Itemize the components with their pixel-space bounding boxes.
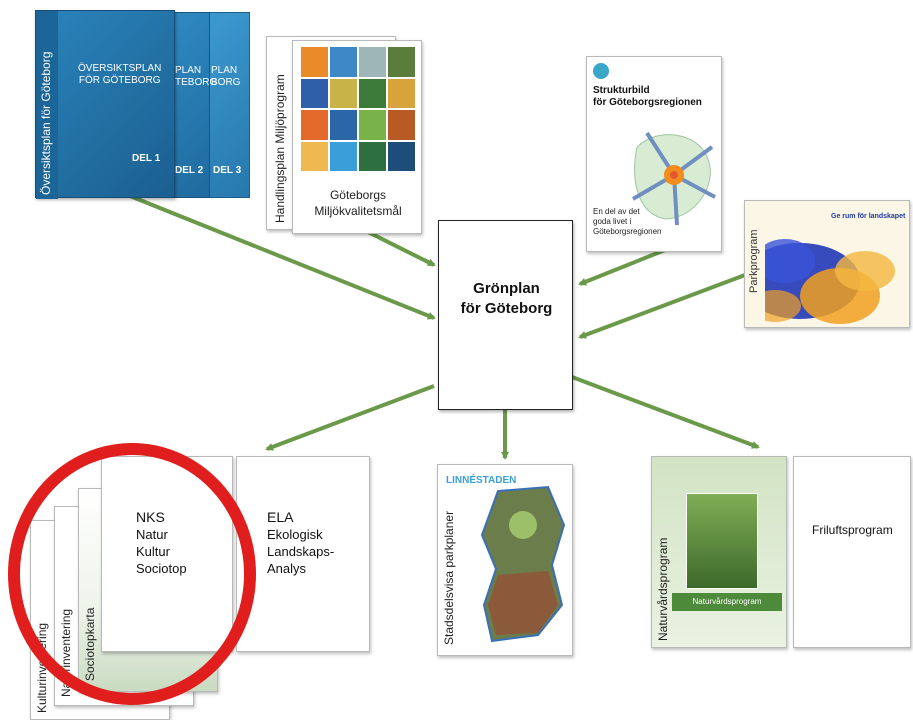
parkprogram-cover: Parkprogram Ge rum för landskapet xyxy=(744,200,910,328)
miljoprogram-title: Göteborgs Miljökvalitetsmål xyxy=(293,187,423,219)
strukturbild-title-line2: för Göteborgsregionen xyxy=(593,97,702,108)
strukturbild-map xyxy=(631,131,716,226)
oversiktsplan-part2-line1: PLAN xyxy=(175,65,202,76)
oversiktsplan-spine: Översiktsplan för Göteborg xyxy=(36,11,58,199)
parkprogram-map xyxy=(745,239,895,324)
friluftsprogram-label: Friluftsprogram xyxy=(812,523,893,537)
gronplan-center-box: Grönplan för Göteborg xyxy=(438,220,573,410)
arrow-oversikt-to-center xyxy=(129,194,436,320)
miljoprogram-front-cover: Göteborgs Miljökvalitetsmål xyxy=(292,40,422,234)
ela-line1: ELA xyxy=(267,509,294,525)
linnestaden-spine: Stadsdelsvisa parkplaner xyxy=(442,510,456,645)
nks-line3: Kultur xyxy=(136,544,170,559)
naturvard-banner: Naturvårdsprogram xyxy=(672,593,782,611)
ela-line4: Analys xyxy=(267,561,307,576)
parkprogram-spine: Parkprogram xyxy=(745,201,765,327)
strukturbild-footer: En del av det goda livet i Göteborgsregi… xyxy=(593,207,662,237)
oversiktsplan-title: ÖVERSIKTSPLAN FÖR GÖTEBORG xyxy=(78,63,161,87)
oversiktsplan-title-line2: FÖR GÖTEBORG xyxy=(78,75,161,86)
nks-text: NKS Natur Kultur Sociotop xyxy=(136,509,187,577)
parkprogram-subtitle: Ge rum för landskapet xyxy=(831,213,906,220)
nks-line1: NKS xyxy=(136,509,165,525)
oversiktsplan-part3-title: PLAN BORG xyxy=(211,65,240,89)
naturvard-banner-text: Naturvårdsprogram xyxy=(692,597,762,606)
strukturbild-footer-line2: goda livet i xyxy=(593,217,632,226)
ela-line2: Ekologisk xyxy=(267,527,323,542)
nks-line2: Natur xyxy=(136,527,168,542)
gronplan-title-line2: för Göteborg xyxy=(460,300,553,317)
struktur-logo-icon xyxy=(593,63,609,79)
ela-text: ELA Ekologisk Landskaps- Analys xyxy=(267,509,334,577)
highlight-circle xyxy=(8,443,256,705)
strukturbild-footer-line3: Göteborgsregionen xyxy=(593,227,662,236)
miljoprogram-image-grid xyxy=(301,47,415,171)
miljoprogram-title-line1: Göteborgs xyxy=(329,188,387,202)
arrow-center-to-nks xyxy=(265,384,435,451)
naturvard-spine: Naturvårdsprogram xyxy=(656,537,670,641)
oversiktsplan-part2-title: PLAN TEBORG xyxy=(175,65,217,89)
arrow-center-to-naturvard xyxy=(571,375,760,449)
arrow-struktur-to-center xyxy=(578,248,666,286)
gronplan-title-line1: Grönplan xyxy=(473,280,540,297)
parkprogram-spine-text: Parkprogram xyxy=(748,229,760,293)
oversiktsplan-part3-line1: PLAN xyxy=(211,65,238,76)
arrow-park-to-center xyxy=(578,273,746,339)
linnestaden-doc: LINNÉSTADEN Stadsdelsvisa parkplaner xyxy=(437,464,573,656)
miljoprogram-title-line2: Miljökvalitetsmål xyxy=(314,204,402,218)
ela-doc: ELA Ekologisk Landskaps- Analys xyxy=(236,456,370,652)
arrow-miljo-to-center xyxy=(359,226,436,267)
naturvardsprogram-doc: Naturvårdsprogram Naturvårdsprogram xyxy=(651,456,787,648)
naturvard-forest-photo xyxy=(686,493,758,589)
oversiktsplan-cover-1: Översiktsplan för Göteborg ÖVERSIKTSPLAN… xyxy=(35,10,175,199)
oversiktsplan-del1: DEL 1 xyxy=(132,153,161,164)
gronplan-title: Grönplan för Göteborg xyxy=(439,279,574,319)
linnestaden-header: LINNÉSTADEN xyxy=(446,475,517,486)
strukturbild-cover: Strukturbild för Göteborgsregionen En de… xyxy=(586,56,722,252)
strukturbild-title: Strukturbild för Göteborgsregionen xyxy=(593,85,702,109)
strukturbild-footer-line1: En del av det xyxy=(593,207,640,216)
nks-line4: Sociotop xyxy=(136,561,187,576)
oversiktsplan-del3: DEL 3 xyxy=(213,165,242,176)
miljoprogram-spine-text: Handlingsplan Miljöprogram xyxy=(273,74,287,223)
oversiktsplan-del2: DEL 2 xyxy=(175,165,204,176)
oversiktsplan-title-line1: ÖVERSIKTSPLAN xyxy=(78,63,162,74)
ela-line3: Landskaps- xyxy=(267,544,335,559)
strukturbild-title-line1: Strukturbild xyxy=(593,85,650,96)
oversiktsplan-spine-text: Översiktsplan för Göteborg xyxy=(39,51,53,195)
oversiktsplan-part2-line2: TEBORG xyxy=(175,77,218,88)
linnestaden-map xyxy=(480,485,566,643)
oversiktsplan-part3-line2: BORG xyxy=(211,77,241,88)
friluftsprogram-doc: Friluftsprogram xyxy=(793,456,911,648)
